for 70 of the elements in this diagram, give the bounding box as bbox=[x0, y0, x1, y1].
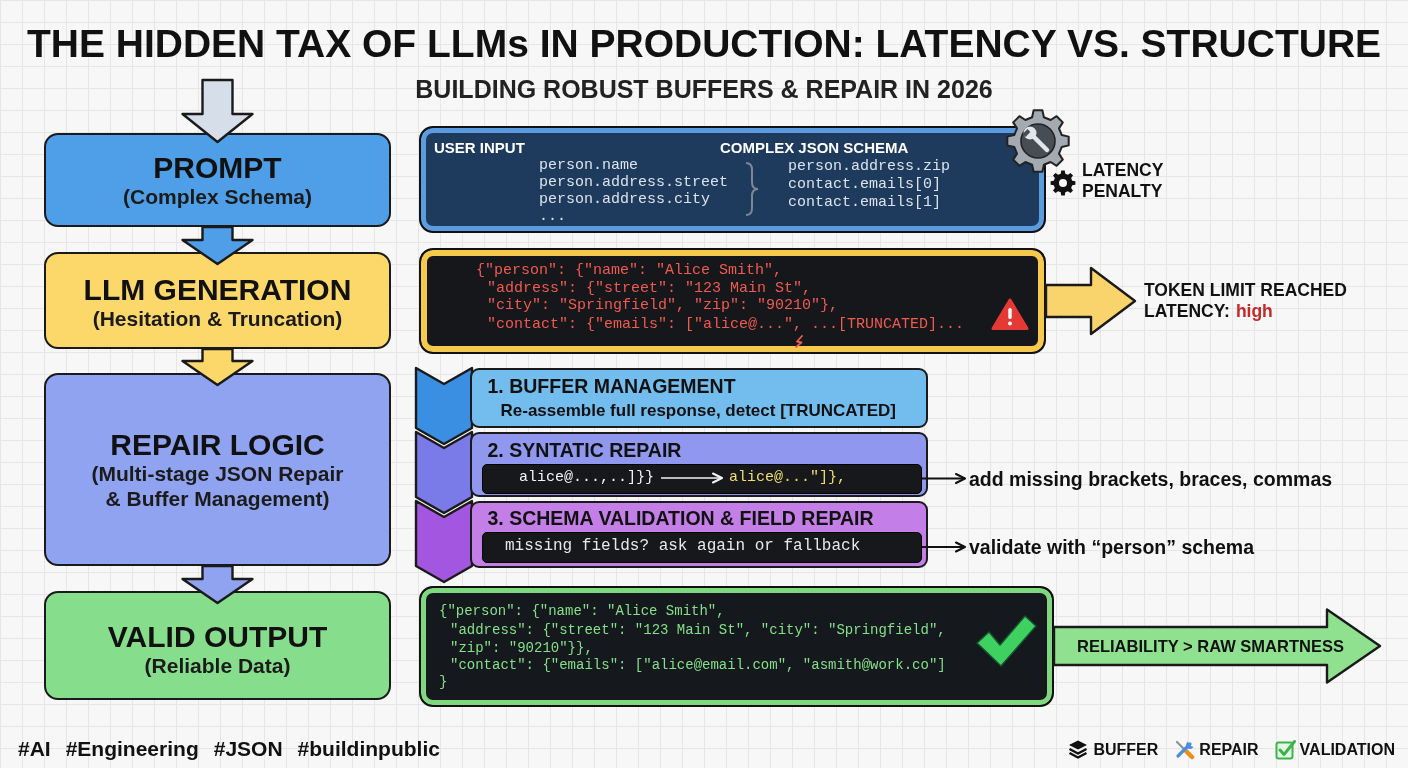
box-subtitle: (Reliable Data) bbox=[144, 652, 291, 678]
code-line: {"person": {"name": "Alice Smith", bbox=[476, 262, 783, 280]
code-line: person.address.street bbox=[539, 174, 729, 191]
panel-heading: COMPLEX JSON SCHEMA bbox=[720, 139, 909, 157]
code-bar bbox=[481, 463, 922, 494]
code-line: person.name bbox=[539, 157, 639, 174]
legend-label: BUFFER bbox=[1093, 739, 1159, 760]
code-line: } bbox=[439, 674, 448, 691]
code-line: person.address.zip bbox=[788, 158, 951, 175]
box-title: PROMPT bbox=[153, 151, 282, 184]
annotation-text: validate with “person” schema bbox=[969, 536, 1254, 558]
step-title: 2. SYNTATIC REPAIR bbox=[487, 439, 682, 461]
code-line: "city": "Springfield", "zip": "90210"}, bbox=[487, 297, 839, 315]
status-label: LATENCY: bbox=[1144, 301, 1230, 322]
code-panel bbox=[419, 126, 1046, 233]
box-subtitle: (Hesitation & Truncation) bbox=[92, 305, 343, 331]
process-box bbox=[44, 373, 391, 566]
code-line: {"person": {"name": "Alice Smith", bbox=[439, 603, 725, 620]
code-panel bbox=[419, 248, 1046, 354]
step-title: 3. SCHEMA VALIDATION & FIELD REPAIR bbox=[487, 507, 874, 529]
hashtag: #Engineering bbox=[65, 736, 199, 762]
code-text: alice@...,..]}} bbox=[519, 469, 655, 487]
code-text: missing fields? ask again or fallback bbox=[505, 537, 861, 556]
code-line: ... bbox=[539, 208, 566, 225]
banner-text: RELIABILITY > RAW SMARTNESS bbox=[1077, 636, 1344, 656]
box-title: VALID OUTPUT bbox=[107, 619, 328, 653]
block-arrow bbox=[1044, 266, 1137, 336]
code-line: contact.emails[0] bbox=[788, 176, 942, 193]
annotation-text: add missing brackets, braces, commas bbox=[969, 468, 1333, 490]
box-title: REPAIR LOGIC bbox=[110, 428, 325, 461]
side-label: LATENCY PENALTY bbox=[1082, 160, 1164, 202]
arrow bbox=[920, 473, 966, 484]
code-line: "contact": {"emails": ["alice@email.com", "asmith@work.co"] bbox=[450, 657, 946, 674]
code-panel bbox=[419, 586, 1054, 707]
process-box bbox=[44, 133, 391, 227]
title: THE HIDDEN TAX OF LLMs IN PRODUCTION: LATENCY VS. STRUCTURE bbox=[26, 22, 1382, 66]
block-arrow bbox=[181, 347, 254, 387]
step-box bbox=[470, 501, 928, 568]
box-subtitle: (Multi-stage JSON Repair & Buffer Management) bbox=[90, 461, 345, 511]
arrow bbox=[920, 541, 966, 553]
code-line: "zip": "90210"}}, bbox=[450, 640, 593, 657]
step-box bbox=[470, 368, 928, 428]
code-line: "contact": {"emails": ["alice@...", ...[TRUNCATED]... bbox=[487, 316, 965, 334]
step-title: 1. BUFFER MANAGEMENT bbox=[487, 375, 736, 397]
process-box bbox=[44, 252, 391, 349]
panel-heading: USER INPUT bbox=[434, 139, 525, 157]
hashtag: #buildinpublic bbox=[297, 736, 440, 762]
code-bar bbox=[481, 531, 922, 563]
code-line: "address": {"street": "123 Main St", bbox=[487, 280, 812, 298]
code-text: alice@..."]}, bbox=[729, 469, 847, 487]
status-value: high bbox=[1235, 301, 1273, 322]
code-line: contact.emails[1] bbox=[788, 194, 942, 211]
arrow bbox=[660, 472, 723, 484]
block-arrow bbox=[181, 78, 254, 144]
legend-label: VALIDATION bbox=[1299, 739, 1395, 760]
alert-text: TOKEN LIMIT REACHED bbox=[1144, 280, 1347, 301]
box-subtitle: (Complex Schema) bbox=[122, 184, 313, 209]
code-line: "address": {"street": "123 Main St", "city": "Springfield", bbox=[450, 622, 946, 639]
box-title: LLM GENERATION bbox=[83, 272, 352, 306]
block-arrow bbox=[181, 564, 254, 605]
hashtag: #JSON bbox=[213, 736, 283, 762]
hashtag: #AI bbox=[18, 736, 51, 762]
legend-label: REPAIR bbox=[1199, 739, 1259, 760]
step-description: Re-assemble full response, detect [TRUNCATED] bbox=[500, 400, 896, 420]
code-line: person.address.city bbox=[539, 191, 711, 208]
process-box bbox=[44, 591, 391, 700]
subtitle: BUILDING ROBUST BUFFERS & REPAIR IN 2026 bbox=[415, 75, 993, 103]
step-box bbox=[470, 432, 928, 497]
arrow-banner bbox=[1053, 608, 1382, 684]
block-arrow bbox=[181, 225, 254, 266]
